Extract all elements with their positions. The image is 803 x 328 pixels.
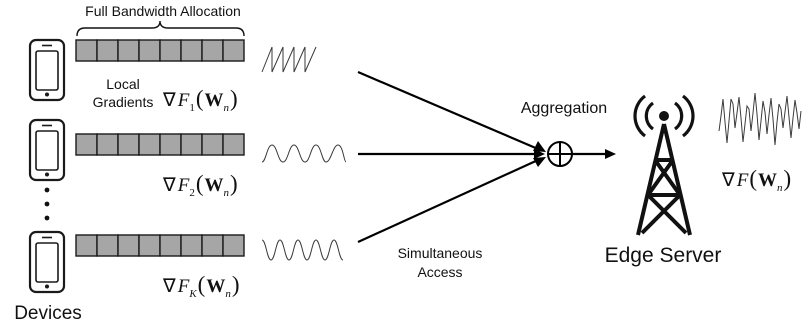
arrow-head-k bbox=[533, 157, 546, 167]
full-bandwidth-label: Full Bandwidth Allocation bbox=[85, 3, 241, 19]
gradient-formula-2: ∇F2(Wn) bbox=[162, 171, 238, 199]
global-gradient-formula: ∇F(Wn) bbox=[721, 166, 791, 194]
gradient-strip-2 bbox=[75, 133, 245, 156]
gradient-strip-1 bbox=[75, 39, 245, 62]
arrow-head-server bbox=[605, 149, 616, 159]
simultaneous-label: Simultaneous bbox=[398, 245, 483, 261]
device-k-smartphone-icon bbox=[28, 230, 66, 294]
sine-waveform-k bbox=[261, 239, 344, 261]
device-2-smartphone-icon bbox=[28, 118, 66, 182]
access-label: Access bbox=[417, 264, 462, 280]
gradient-strip-k bbox=[75, 234, 245, 257]
aggregation-label: Aggregation bbox=[521, 100, 607, 117]
gradients-label: Gradients bbox=[93, 94, 154, 110]
gradient-formula-k: ∇FK(Wn) bbox=[162, 272, 240, 300]
vertical-ellipsis bbox=[44, 187, 50, 221]
aggregator-circled-plus-icon bbox=[547, 141, 573, 167]
arrow-head-2 bbox=[534, 149, 545, 159]
arrow-head-1 bbox=[533, 141, 546, 152]
arrow-device-1 bbox=[357, 70, 539, 151]
sawtooth-waveform bbox=[261, 46, 317, 73]
edge-server-radio-tower-icon bbox=[633, 94, 695, 236]
arrow-device-k bbox=[357, 158, 539, 244]
edge-server-label: Edge Server bbox=[605, 244, 722, 267]
gradient-formula-1: ∇F1(Wn) bbox=[162, 86, 238, 114]
bandwidth-brace bbox=[76, 20, 245, 37]
device-1-smartphone-icon bbox=[28, 38, 66, 102]
local-label: Local bbox=[106, 76, 139, 92]
aggregated-waveform bbox=[718, 92, 802, 146]
devices-label: Devices bbox=[14, 303, 82, 324]
sine-waveform-2 bbox=[261, 144, 347, 163]
